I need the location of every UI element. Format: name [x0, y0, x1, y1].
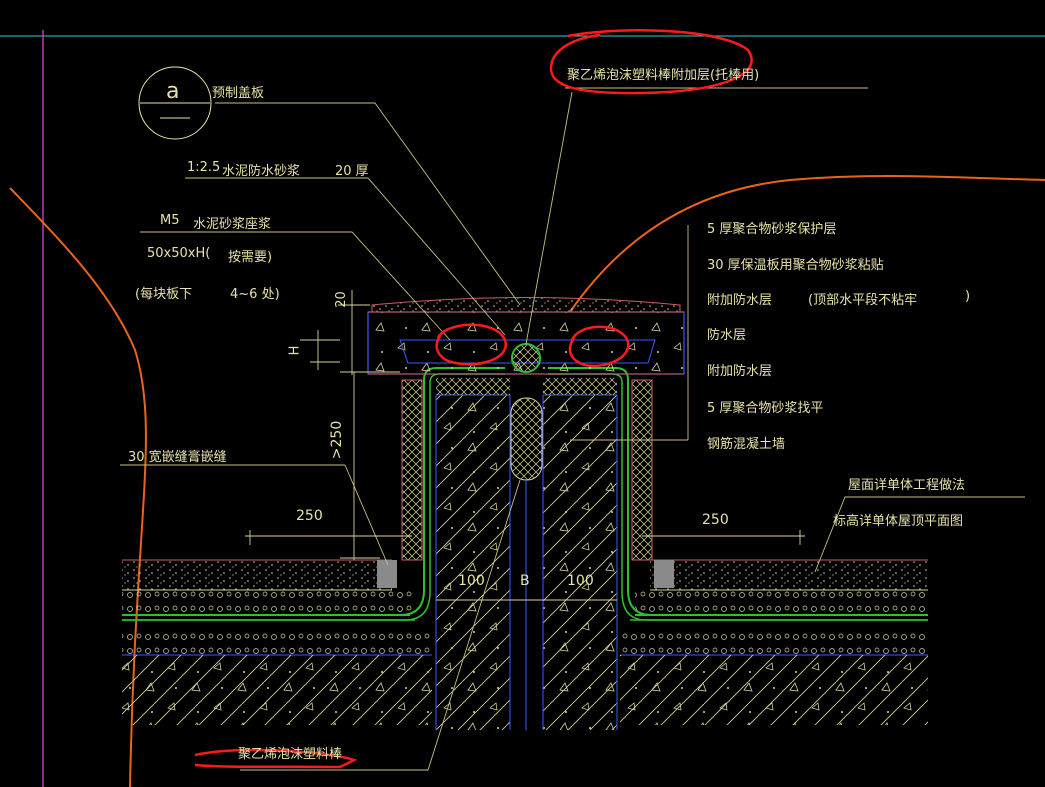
- label-layer5: 附加防水层: [707, 364, 773, 379]
- label-mortar-name: 水泥防水砂浆: [222, 164, 301, 179]
- label-layer3-note: (顶部水平段不粘牢: [808, 293, 918, 308]
- insulation-right: [631, 379, 653, 561]
- label-layer4: 防水层: [707, 328, 747, 343]
- orange-markup-right: [569, 174, 1045, 313]
- label-block-note: 按需要): [228, 250, 273, 265]
- dim-gap-b: B: [520, 573, 530, 589]
- dim-right-250: 250: [702, 512, 729, 528]
- red-markup: [194, 28, 753, 769]
- dimension-lines: [245, 290, 805, 601]
- label-mortar-prefix: 1:2.5: [187, 160, 221, 175]
- dim-left-100: 100: [458, 573, 485, 589]
- dim-right-100: 100: [567, 573, 594, 589]
- label-block-size: 50x50xH(: [147, 246, 211, 261]
- concrete-wall-left: [435, 394, 511, 730]
- foam-rod: [510, 397, 543, 481]
- label-precast-cover: 预制盖板: [212, 86, 265, 101]
- dim-h-var: H: [287, 345, 303, 356]
- label-joint: 30 宽嵌缝膏嵌缝: [128, 450, 227, 465]
- backer-rod: [511, 343, 541, 373]
- insulation-top-right: [543, 378, 617, 395]
- label-mortar-thickness: 20 厚: [335, 164, 369, 179]
- insulation-left: [401, 379, 423, 561]
- leader-lines: [120, 87, 1025, 771]
- label-layer2: 30 厚保温板用聚合物砂浆粘贴: [707, 258, 884, 273]
- label-per-board-count: 4~6 处): [230, 287, 280, 302]
- sealant-right: [654, 560, 674, 588]
- label-layer3-close: ): [965, 289, 971, 304]
- label-layer7: 钢筋混凝土墙: [707, 437, 786, 452]
- dim-h-wall: >250: [329, 420, 346, 460]
- sealant-left: [377, 560, 397, 588]
- label-m5-name: 水泥砂浆座浆: [193, 217, 272, 232]
- section-marker-letter: a: [166, 79, 179, 104]
- label-roof-note-2: 标高详单体屋顶平面图: [833, 514, 964, 529]
- label-roof-note-1: 屋面详单体工程做法: [848, 478, 966, 493]
- label-layer1: 5 厚聚合物砂浆保护层: [707, 222, 837, 237]
- label-per-board: (每块板下: [135, 287, 193, 302]
- label-layer6: 5 厚聚合物砂浆找平: [707, 401, 824, 416]
- dim-h-top: 20: [333, 291, 349, 308]
- bottom-note: 聚乙烯泡沫塑料棒: [238, 747, 343, 762]
- roof-slab-right: [620, 559, 928, 725]
- insulation-top-left: [436, 378, 510, 395]
- concrete-wall-right: [542, 394, 618, 730]
- section-marker: [138, 66, 212, 140]
- dim-left-250: 250: [296, 508, 323, 524]
- label-m5-prefix: M5: [160, 213, 180, 228]
- label-layer3: 附加防水层: [707, 293, 773, 308]
- top-note: 聚乙烯泡沫塑料棒附加层(托棒用): [567, 68, 760, 83]
